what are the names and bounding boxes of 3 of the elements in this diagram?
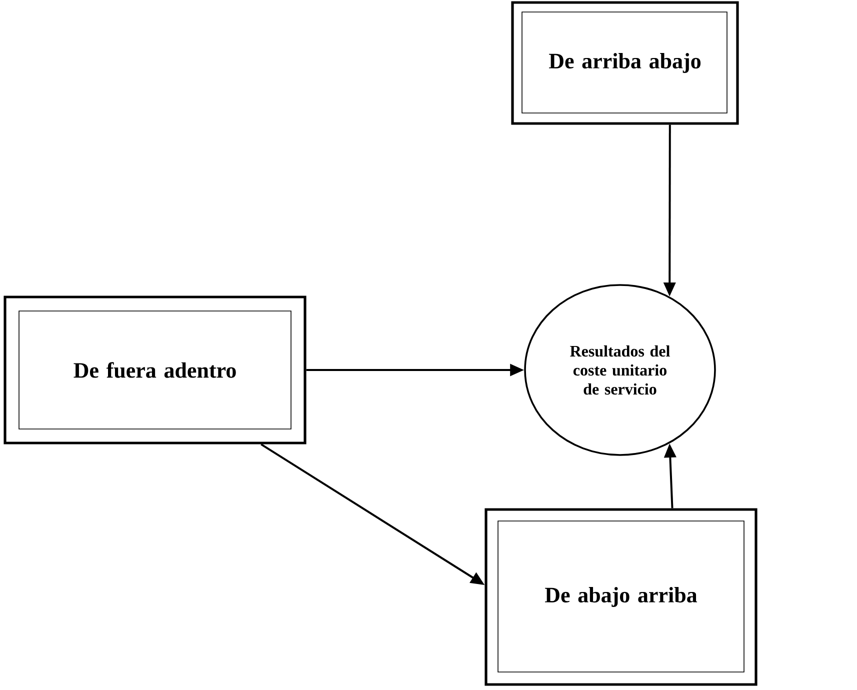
process-box: De arriba abajo bbox=[511, 1, 739, 125]
process-box: De fuera adentro bbox=[4, 296, 306, 444]
process-box: De abajo arriba bbox=[484, 508, 758, 686]
